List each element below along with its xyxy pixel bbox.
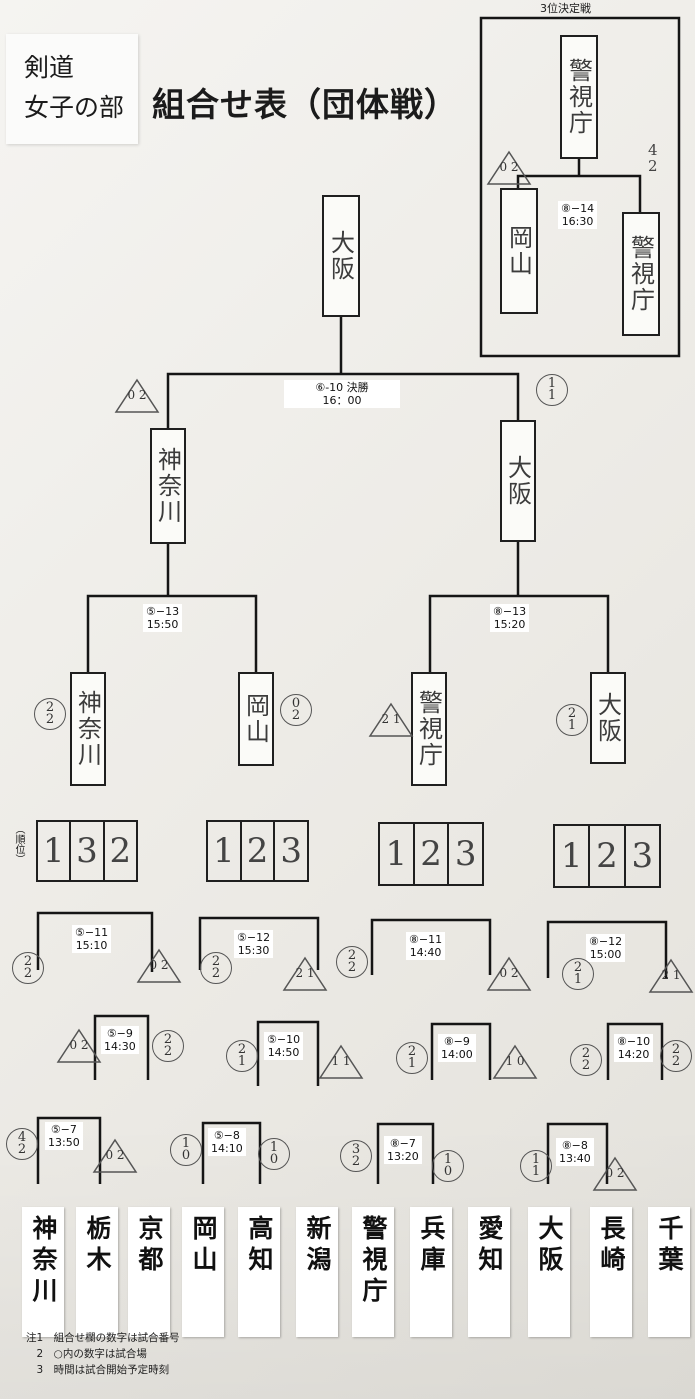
team-card: 京都	[128, 1207, 170, 1337]
pool-score: 0 2	[592, 1156, 638, 1192]
pool-score: 0 2	[136, 948, 182, 984]
pool-score: 2 2	[12, 952, 44, 984]
team-card: 長崎	[590, 1207, 632, 1337]
pool-score: 3 2	[340, 1140, 372, 1172]
pool-match-tag: ⑤−9 14:30	[101, 1026, 139, 1054]
pool-match-tag: ⑧−9 14:00	[438, 1034, 476, 1062]
pool-score: 0 2	[486, 956, 532, 992]
pool-score: 1 0	[170, 1134, 202, 1166]
pool-score: 1 1	[318, 1044, 364, 1080]
rank-label: （順位）	[13, 824, 24, 864]
page-title: 組合せ表（団体戦）	[152, 85, 458, 124]
third-place-right-team: 警視庁	[622, 212, 660, 336]
pool-match-tag: ⑤−12 15:30	[234, 930, 274, 958]
team-card: 兵庫	[410, 1207, 452, 1337]
pool-score: 2 1	[396, 1042, 428, 1074]
pool-score: 2 2	[570, 1044, 602, 1076]
note-3: 3 時間は試合開始予定時刻	[26, 1364, 170, 1376]
team-card: 岡山	[182, 1207, 224, 1337]
pool-match-tag: ⑧−12 15:00	[586, 934, 626, 962]
pool-score: 2 2	[660, 1040, 692, 1072]
final-left-team: 神奈川	[150, 428, 186, 544]
team-card: 愛知	[468, 1207, 510, 1337]
team-card: 警視庁	[352, 1207, 394, 1337]
pool-score: 2 2	[336, 946, 368, 978]
pool-score: 1 0	[492, 1044, 538, 1080]
pool-match-tag: ⑤−7 13:50	[45, 1122, 83, 1150]
third-place-right-score: 4 2	[648, 141, 658, 175]
pool-score: 0 2	[92, 1138, 138, 1174]
semi-1-left-team: 神奈川	[70, 672, 106, 786]
third-place-left-score: 0 2	[486, 150, 532, 186]
pool-score: 4 2	[6, 1128, 38, 1160]
pool-score: 2 2	[200, 952, 232, 984]
semi-2-match-tag: ⑧−13 15:20	[490, 604, 530, 632]
team-card: 高知	[238, 1207, 280, 1337]
pool-score: 2 1	[648, 958, 694, 994]
pool-score: 2 1	[226, 1040, 258, 1072]
semi-1-right-score: 0 2	[280, 694, 312, 726]
semi-1-right-team: 岡山	[238, 672, 274, 766]
pool-score: 0 2	[56, 1028, 102, 1064]
final-match-tag: ⑥-10 決勝 16：00	[284, 380, 400, 408]
pool-score: 2 1	[282, 956, 328, 992]
final-left-score: 0 2	[114, 378, 160, 414]
champion-team: 大阪	[322, 195, 360, 317]
note-2: 2 ○内の数字は試合場	[26, 1348, 147, 1360]
pool-score: 1 1	[520, 1150, 552, 1182]
pool-match-tag: ⑧−11 14:40	[406, 932, 446, 960]
pool-match-tag: ⑧−7 13:20	[384, 1136, 422, 1164]
note-1: 注1 組合せ欄の数字は試合番号	[26, 1332, 180, 1344]
semi-1-left-score: 2 2	[34, 698, 66, 730]
pool-score: 1 0	[258, 1138, 290, 1170]
final-right-score: 1 1	[536, 374, 568, 406]
third-place-winner: 警視庁	[560, 35, 598, 159]
event-label: 剣道 女子の部	[6, 34, 138, 144]
team-card: 新潟	[296, 1207, 338, 1337]
final-right-team: 大阪	[500, 420, 536, 542]
team-card: 千葉	[648, 1207, 690, 1337]
pool-match-tag: ⑤−8 14:10	[208, 1128, 246, 1156]
pool-match-tag: ⑤−10 14:50	[264, 1032, 304, 1060]
team-card: 栃木	[76, 1207, 118, 1337]
semi-1-match-tag: ⑤−13 15:50	[143, 604, 183, 632]
pool-match-tag: ⑧−10 14:20	[614, 1034, 654, 1062]
pool-match-tag: ⑤−11 15:10	[72, 925, 112, 953]
semi-2-right-score: 2 1	[556, 704, 588, 736]
third-place-heading: 3位決定戦	[540, 2, 591, 15]
third-place-match-tag: ⑧−14 16:30	[558, 201, 598, 229]
pool-score: 1 0	[432, 1150, 464, 1182]
team-card: 神奈川	[22, 1207, 64, 1337]
third-place-left-team: 岡山	[500, 188, 538, 314]
pool-score: 2 1	[562, 958, 594, 990]
semi-2-left-team: 警視庁	[411, 672, 447, 786]
team-card: 大阪	[528, 1207, 570, 1337]
pool-score: 2 2	[152, 1030, 184, 1062]
semi-2-left-score: 2 1	[368, 702, 414, 738]
pool-match-tag: ⑧−8 13:40	[556, 1138, 594, 1166]
semi-2-right-team: 大阪	[590, 672, 626, 764]
